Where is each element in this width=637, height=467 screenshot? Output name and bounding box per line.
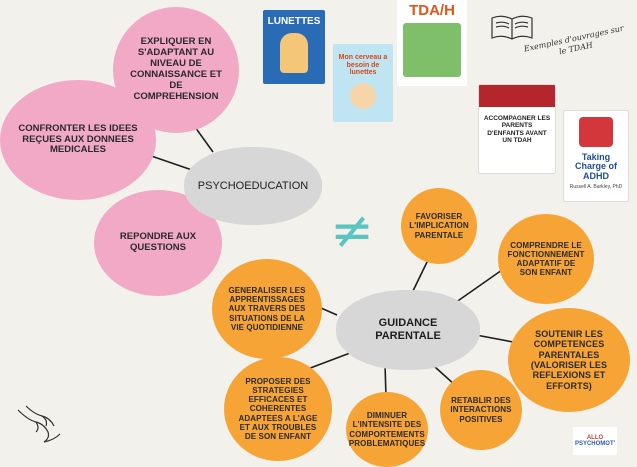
bubble-answer: REPONDRE AUX QUESTIONS xyxy=(94,190,222,296)
logo-line2: PSYCHOMOT' xyxy=(574,441,616,447)
hub-psychoeducation: PSYCHOEDUCATION xyxy=(184,147,322,225)
book-taking-charge-title: Taking Charge of ADHD xyxy=(574,152,617,181)
bubble-strategies-text: PROPOSER DES STRATEGIES EFFICACES ET COH… xyxy=(238,376,318,441)
bubble-strategies: PROPOSER DES STRATEGIES EFFICACES ET COH… xyxy=(224,357,332,461)
connector-involve xyxy=(411,259,429,294)
open-book-icon xyxy=(491,15,533,40)
bubble-confront-text: CONFRONTER LES IDEES REÇUES AUX DONNEES … xyxy=(18,122,138,156)
bubble-explain: EXPLIQUER EN S'ADAPTANT AU NIVEAU DE CON… xyxy=(113,7,239,133)
book-accompagner-band xyxy=(479,85,555,107)
book-cerveau-figure xyxy=(350,83,376,110)
book-cerveau-title: Mon cerveau a besoin de lunettes xyxy=(338,54,388,77)
book-tdah: TDA/H xyxy=(397,0,467,86)
book-tdah-illustration xyxy=(403,23,461,77)
bubble-confront: CONFRONTER LES IDEES REÇUES AUX DONNEES … xyxy=(0,80,156,200)
bubble-generalize: GENERALISER LES APPRENTISSAGES AUX TRAVE… xyxy=(212,259,322,359)
book-lunettes: LUNETTES xyxy=(263,10,325,84)
book-lunettes-title: LUNETTES xyxy=(267,16,321,27)
bubble-involve: FAVORISER L'IMPLICATION PARENTALE xyxy=(401,188,477,264)
logo-line1: ALLO xyxy=(586,434,604,441)
bubble-involve-text: FAVORISER L'IMPLICATION PARENTALE xyxy=(409,212,469,240)
hub-guidance: GUIDANCE PARENTALE xyxy=(336,290,480,370)
book-cerveau: Mon cerveau a besoin de lunettes xyxy=(333,44,393,122)
bubble-answer-text: REPONDRE AUX QUESTIONS xyxy=(119,231,197,253)
hands-icon xyxy=(17,405,61,443)
not-equal-icon: ≠ xyxy=(330,201,374,261)
book-tdah-title: TDA/H xyxy=(409,2,455,19)
allo-psychomot-logo: ALLO PSYCHOMOT' xyxy=(573,427,617,455)
bubble-reduce: DIMINUER L'INTENSITE DES COMPORTEMENTS P… xyxy=(346,392,428,467)
bubble-explain-text: EXPLIQUER EN S'ADAPTANT AU NIVEAU DE CON… xyxy=(130,36,222,102)
bubble-understand-text: COMPRENDRE LE FONCTIONNEMENT ADAPTATIF D… xyxy=(507,240,585,278)
hub-psychoeducation-text: PSYCHOEDUCATION xyxy=(197,180,309,192)
bubble-understand: COMPRENDRE LE FONCTIONNEMENT ADAPTATIF D… xyxy=(498,214,594,304)
book-accompagner-title: ACCOMPAGNER LES PARENTS D'ENFANTS AVANT … xyxy=(483,115,551,145)
book-taking-charge-author: Russell A. Barkley, PhD xyxy=(569,184,623,191)
book-taking-charge: Taking Charge of ADHD Russell A. Barkley… xyxy=(563,110,629,202)
hub-guidance-text: GUIDANCE PARENTALE xyxy=(375,316,441,342)
connector-reduce xyxy=(384,363,387,398)
bubble-generalize-text: GENERALISER LES APPRENTISSAGES AUX TRAVE… xyxy=(228,286,306,332)
bubble-support-text: SOUTENIR LES COMPETENCES PARENTALES (VAL… xyxy=(530,328,608,391)
book-accompagner: ACCOMPAGNER LES PARENTS D'ENFANTS AVANT … xyxy=(478,84,556,174)
bubble-support: SOUTENIR LES COMPETENCES PARENTALES (VAL… xyxy=(508,308,630,412)
book-taking-charge-image xyxy=(579,117,613,147)
connector-understand xyxy=(451,269,503,306)
bubble-restore: RETABLIR DES INTERACTIONS POSITIVES xyxy=(440,370,522,450)
book-lunettes-figure xyxy=(280,33,308,73)
bubble-restore-text: RETABLIR DES INTERACTIONS POSITIVES xyxy=(450,396,512,424)
bubble-reduce-text: DIMINUER L'INTENSITE DES COMPORTEMENTS P… xyxy=(348,411,426,448)
connector-support xyxy=(475,334,514,343)
